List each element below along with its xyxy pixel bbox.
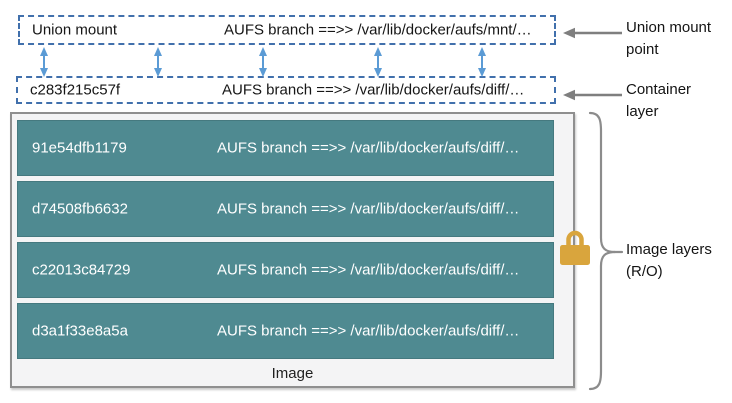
lock-icon [560, 230, 590, 265]
layer-branch-path: AUFS branch ==>> /var/lib/docker/aufs/di… [217, 322, 520, 340]
image-box: 91e54dfb1179 AUFS branch ==>> /var/lib/d… [10, 112, 575, 388]
layer-branch-path: AUFS branch ==>> /var/lib/docker/aufs/di… [217, 261, 520, 279]
container-layer-label: Container layer [626, 81, 692, 120]
left-arrow-icon [563, 27, 622, 39]
image-layer-row: d3a1f33e8a5a AUFS branch ==>> /var/lib/d… [17, 303, 554, 359]
union-mount-point-label: Union mount point [626, 19, 712, 58]
layer-branch-path: AUFS branch ==>> /var/lib/docker/aufs/di… [217, 139, 520, 157]
layer-id: c22013c84729 [32, 261, 131, 279]
double-arrow-icon [259, 47, 267, 77]
image-layers-label: Image layers (R/O) [626, 241, 712, 280]
container-layer-box: c283f215c57f AUFS branch ==>> /var/lib/d… [16, 76, 556, 104]
union-mount-box: Union mount AUFS branch ==>> /var/lib/do… [18, 15, 556, 45]
double-arrow-icon [154, 47, 162, 77]
left-arrow-icon [563, 89, 622, 101]
double-arrow-icon [478, 47, 486, 77]
layer-id: d74508fb6632 [32, 200, 128, 218]
image-box-label: Image [271, 365, 314, 382]
double-arrow-icon [40, 47, 48, 77]
image-layer-row: 91e54dfb1179 AUFS branch ==>> /var/lib/d… [17, 120, 554, 176]
layer-id: 91e54dfb1179 [32, 139, 127, 157]
layer-branch-path: AUFS branch ==>> /var/lib/docker/aufs/di… [217, 200, 520, 218]
image-layer-row: d74508fb6632 AUFS branch ==>> /var/lib/d… [17, 181, 554, 237]
layer-id: d3a1f33e8a5a [32, 322, 128, 340]
curly-brace-icon [588, 111, 624, 391]
container-layer-id: c283f215c57f [30, 81, 121, 99]
image-layer-row: c22013c84729 AUFS branch ==>> /var/lib/d… [17, 242, 554, 298]
container-branch-path: AUFS branch ==>> /var/lib/docker/aufs/di… [222, 81, 525, 99]
union-mount-branch-path: AUFS branch ==>> /var/lib/docker/aufs/mn… [224, 21, 532, 39]
double-arrow-icon [374, 47, 382, 77]
union-mount-name: Union mount [32, 21, 118, 39]
